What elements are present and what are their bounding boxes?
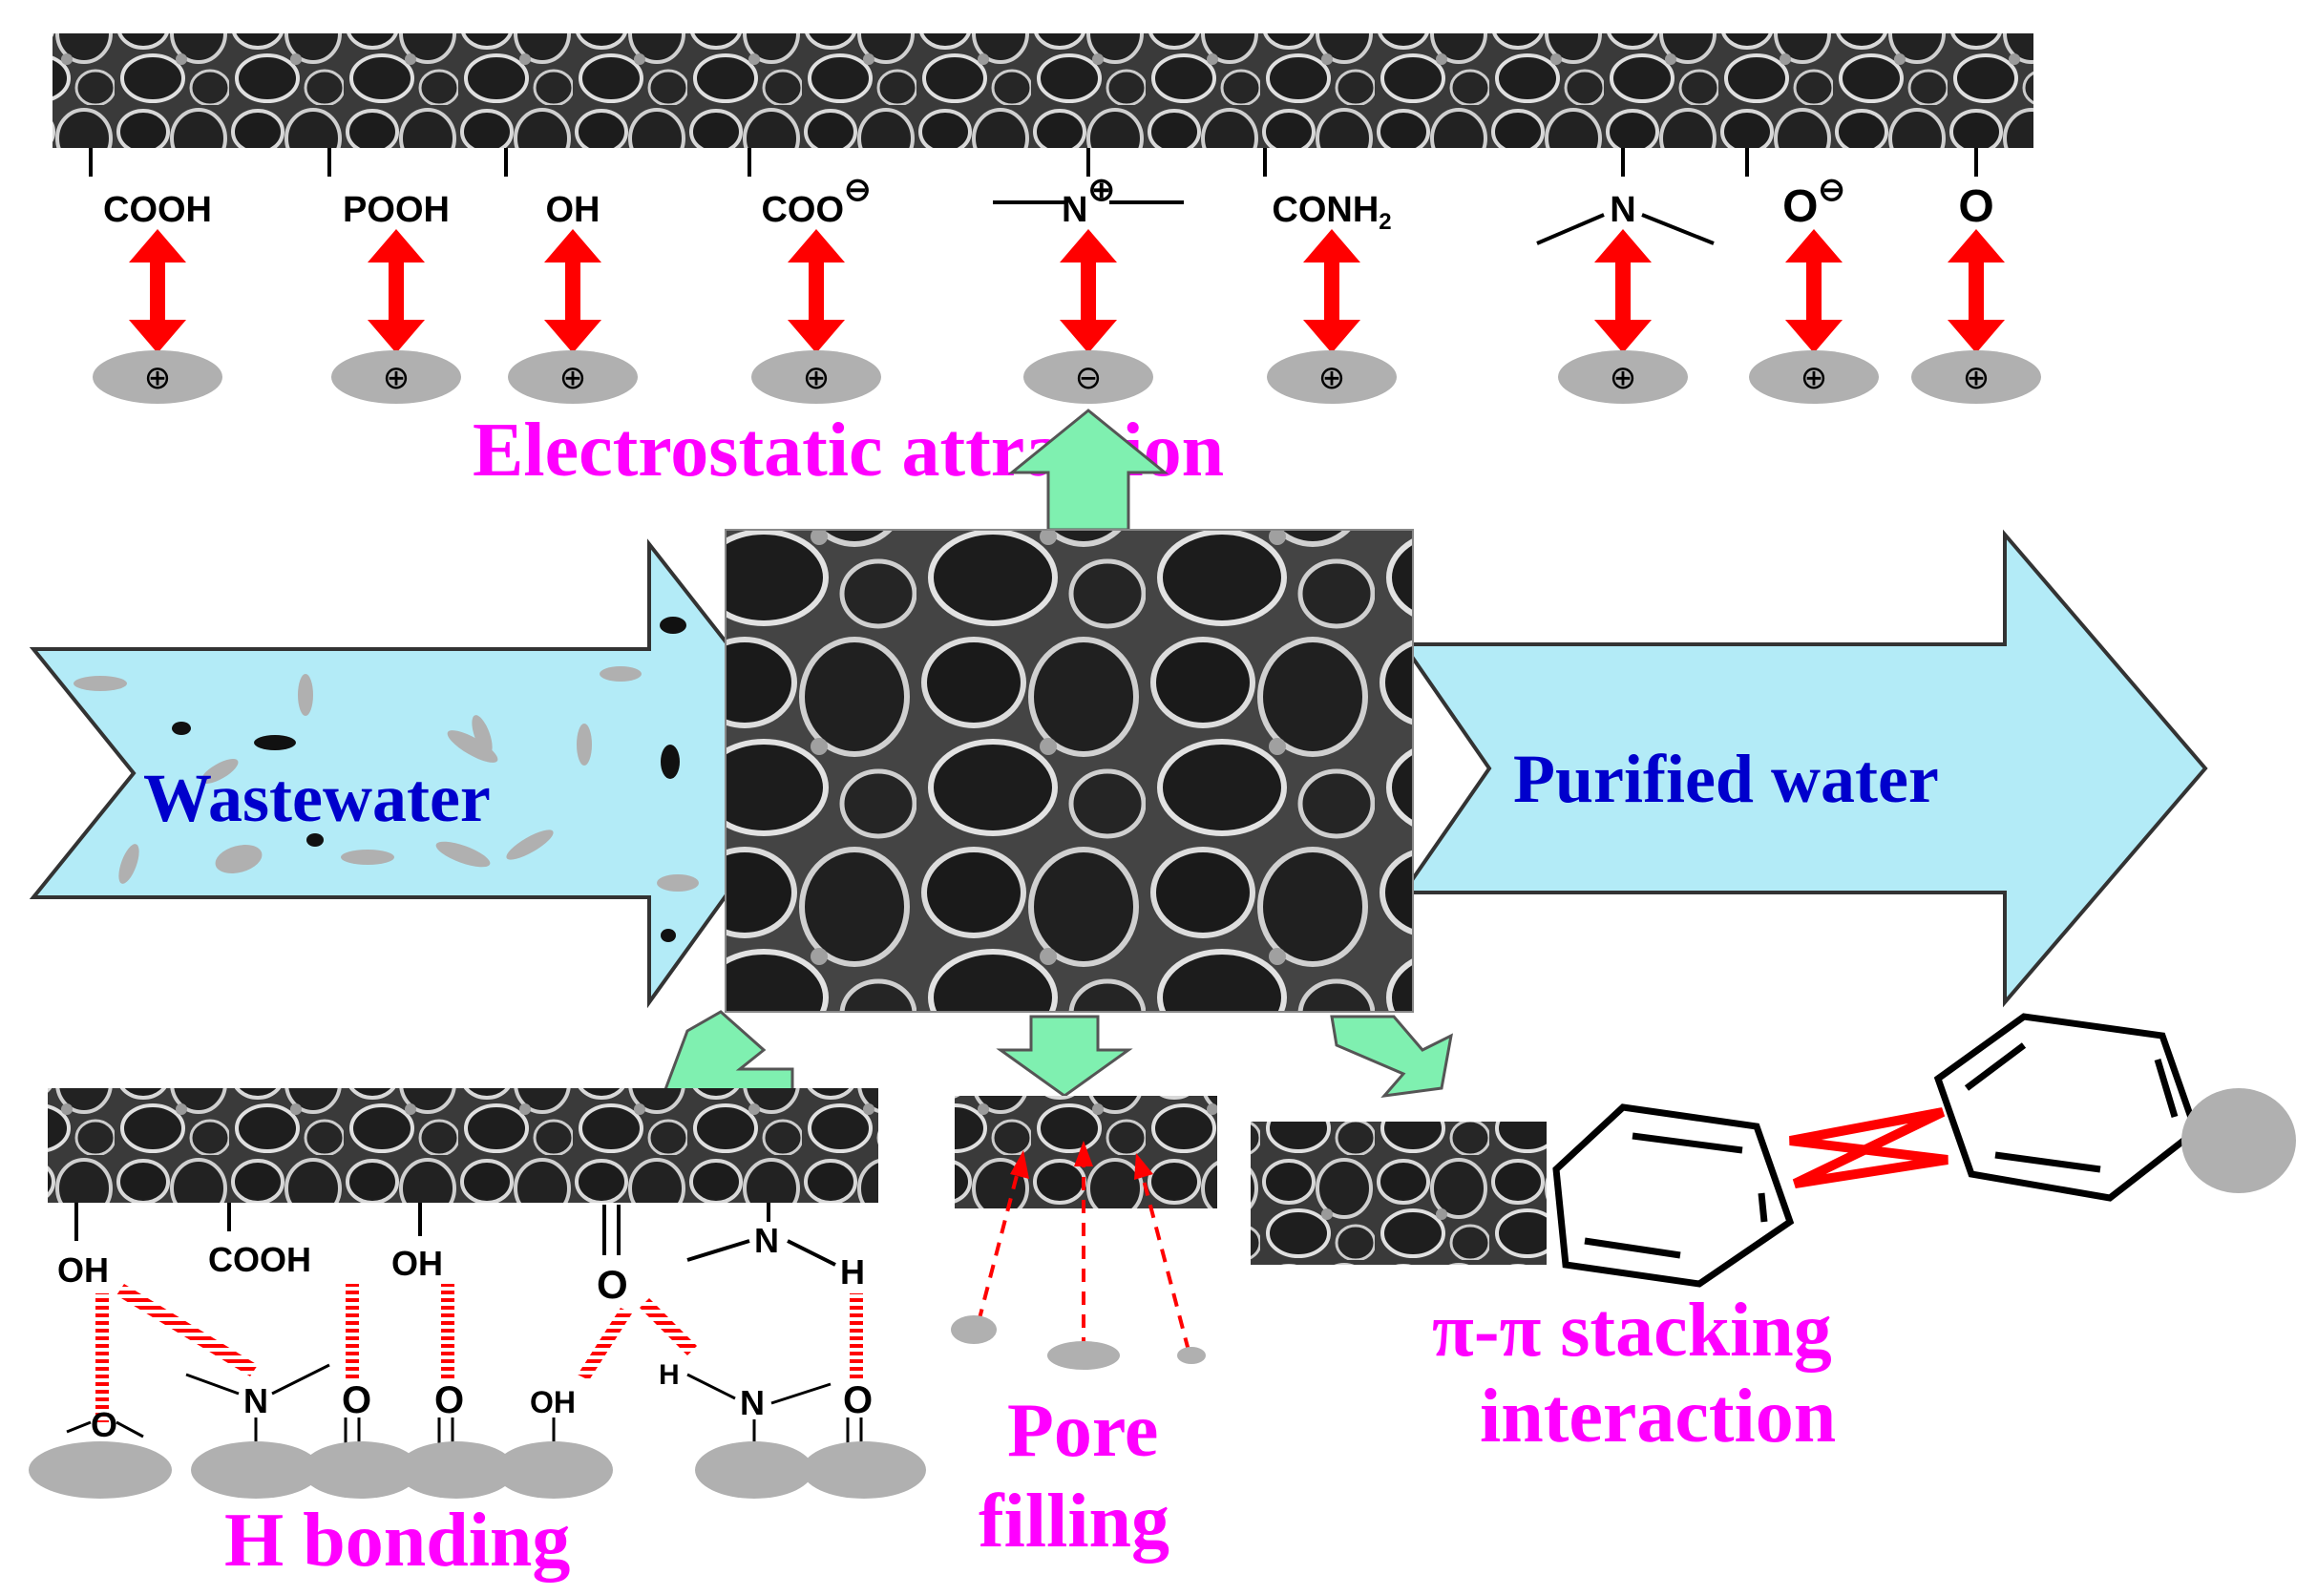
hb-oh1: OH bbox=[57, 1250, 109, 1290]
wastewater-arrow bbox=[29, 538, 824, 1009]
pore-title-line1: Pore bbox=[1007, 1389, 1158, 1473]
charge-label-7: ⊕ bbox=[1610, 359, 1637, 397]
group-label-8: O⊖ bbox=[1782, 172, 1845, 232]
green-arrow-down-right bbox=[1330, 1015, 1454, 1099]
electrostatic-group-5: N⊕ ⊖ bbox=[993, 148, 1184, 404]
hb-n-top: N bbox=[754, 1221, 779, 1260]
hb-o-c3: O bbox=[843, 1379, 873, 1421]
purified-water-label: Purified water bbox=[1513, 741, 1939, 817]
pi-pi-bond-icon bbox=[1789, 1107, 1948, 1188]
charge-label-8: ⊕ bbox=[1801, 359, 1828, 397]
aromatic-ring-right bbox=[1933, 1013, 2201, 1202]
pore-title-line2: filling bbox=[979, 1480, 1169, 1564]
hb-o-c2: O bbox=[434, 1379, 464, 1421]
group-label-6: CONH2 bbox=[1272, 190, 1391, 235]
aromatic-ring-left bbox=[1552, 1103, 1795, 1288]
hb-o-c1: O bbox=[342, 1379, 371, 1421]
group-label-2: POOH bbox=[343, 190, 450, 230]
pore-particle-1 bbox=[951, 1315, 997, 1344]
group-label-3: OH bbox=[546, 190, 600, 230]
charge-label-5: ⊖ bbox=[1075, 359, 1103, 397]
group-label-7: N bbox=[1610, 190, 1635, 230]
pi-title-line2: interaction bbox=[1480, 1375, 1836, 1459]
h-bonding-title: H bonding bbox=[224, 1499, 570, 1583]
hb-oh3: OH bbox=[530, 1385, 576, 1419]
wastewater-label: Wastewater bbox=[143, 760, 491, 836]
hb-o-top: O bbox=[597, 1262, 628, 1307]
electrostatic-group-6: CONH2 ⊕ bbox=[1263, 148, 1397, 404]
group-label-5: N⊕ bbox=[1062, 172, 1115, 230]
group-label-1: COOH bbox=[103, 190, 212, 230]
pore-filling-arrowheads bbox=[1010, 1141, 1153, 1180]
pi-sem-strip bbox=[1251, 1122, 1547, 1265]
hb-cooh: COOH bbox=[208, 1240, 311, 1279]
electrostatic-group-3: OH ⊕ bbox=[504, 148, 638, 404]
charge-label-9: ⊕ bbox=[1963, 359, 1991, 397]
purified-water-arrow bbox=[1400, 529, 2208, 1008]
electrostatic-group-1: COOH ⊕ bbox=[89, 148, 222, 404]
pi-particle bbox=[2181, 1088, 2296, 1193]
charge-label-1: ⊕ bbox=[144, 359, 172, 397]
charge-label-2: ⊕ bbox=[383, 359, 411, 397]
hbond-structures: OH COOH OH O N H O N O O OH H N O bbox=[29, 1203, 926, 1499]
charge-label-6: ⊕ bbox=[1318, 359, 1346, 397]
hb-n-mid: N bbox=[243, 1381, 268, 1420]
electrostatic-group-8: O⊖ ⊕ bbox=[1745, 148, 1879, 404]
charge-label-3: ⊕ bbox=[559, 359, 587, 397]
central-sem-image bbox=[725, 529, 1414, 1013]
electrostatic-group-2: POOH ⊕ bbox=[327, 148, 461, 404]
group-label-9: O bbox=[1958, 181, 1993, 232]
hb-o-ether: O bbox=[91, 1405, 117, 1444]
electrostatic-groups: COOH⊕POOH⊕OH⊕COO⊖⊕N⊕⊖CONH2⊕N⊕O⊖⊕O⊕ bbox=[89, 148, 2041, 404]
group-label-4: COO⊖ bbox=[761, 172, 871, 230]
hb-h-mid: H bbox=[659, 1359, 680, 1391]
hb-h-top: H bbox=[840, 1252, 865, 1292]
pollutant-particles bbox=[74, 617, 699, 942]
electrostatic-group-7: N⊕ bbox=[1536, 148, 1715, 404]
electrostatic-group-4: COO⊖ ⊕ bbox=[748, 148, 881, 404]
pore-particle-3 bbox=[1177, 1347, 1206, 1364]
pi-title-line1: π-π stacking bbox=[1432, 1289, 1832, 1373]
charge-label-4: ⊕ bbox=[803, 359, 831, 397]
pore-filling-arrows bbox=[977, 1155, 1190, 1352]
electrostatic-group-9: O⊕ bbox=[1911, 148, 2041, 404]
hb-oh2: OH bbox=[391, 1244, 443, 1283]
pore-particle-2 bbox=[1047, 1341, 1120, 1370]
top-sem-strip bbox=[53, 33, 2033, 148]
hbond-sem-strip bbox=[48, 1088, 878, 1203]
green-arrow-down-center bbox=[996, 1015, 1133, 1098]
hb-n-bot: N bbox=[740, 1383, 765, 1422]
green-arrow-up bbox=[1007, 409, 1169, 532]
